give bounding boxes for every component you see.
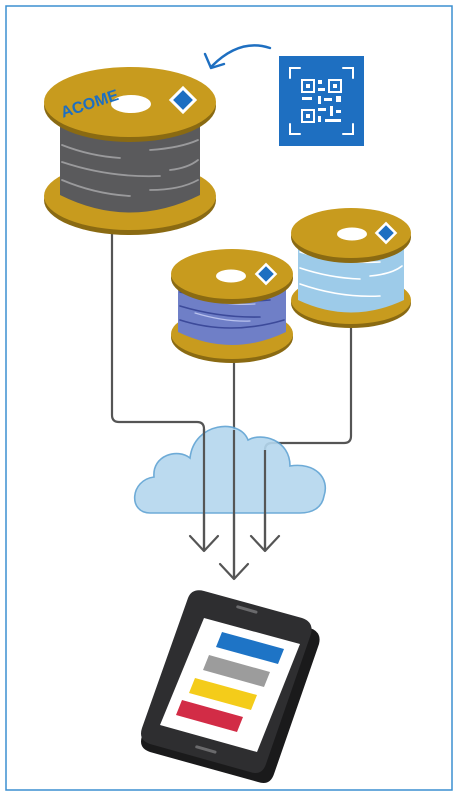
screen-bars (176, 632, 284, 732)
arrow-down-icon (249, 534, 281, 553)
connector-blue-reel (263, 328, 353, 550)
arrow-down-icons (188, 534, 281, 581)
smartphone-icon (141, 590, 320, 783)
connector-dark-reel (110, 232, 206, 550)
reel-purple-cable (171, 249, 293, 363)
diagram-frame (5, 5, 453, 791)
arrow-down-icon (218, 562, 250, 581)
reel-dark-cable: ACOME (44, 67, 216, 235)
curved-arrow-icon (203, 44, 272, 70)
qr-code-icon (279, 56, 364, 146)
arrow-down-icon (188, 534, 220, 553)
connector-lines-front (202, 429, 267, 578)
cloud-icon (133, 425, 327, 514)
reel-light-blue-cable (291, 208, 411, 328)
